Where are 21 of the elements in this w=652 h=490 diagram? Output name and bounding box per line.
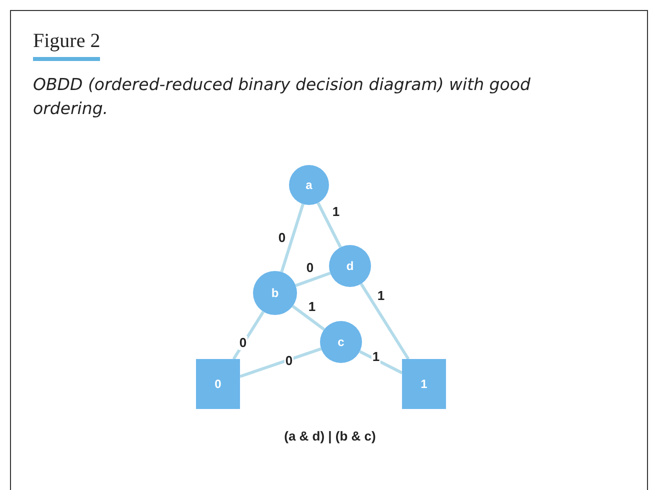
edge-label: 0 xyxy=(284,354,294,368)
connector-line xyxy=(316,202,342,248)
edge-label: 0 xyxy=(238,336,248,350)
edge-label: 1 xyxy=(376,289,386,303)
edge-label: 1 xyxy=(307,300,317,314)
connector-line xyxy=(359,350,403,374)
boolean-formula: (a & d) | (b & c) xyxy=(284,428,376,444)
edge-label: 1 xyxy=(331,205,341,219)
connector-line xyxy=(232,310,265,360)
connector-line xyxy=(240,347,322,378)
edge-label: 1 xyxy=(371,350,381,364)
edge-label: 0 xyxy=(277,231,287,245)
terminal-node-box: 0 xyxy=(196,359,240,409)
connector-line xyxy=(360,283,410,360)
connector-line xyxy=(295,272,331,287)
figure-caption: OBDD (ordered-reduced binary decision diagram) with good ordering. xyxy=(33,74,532,120)
connector-line xyxy=(292,304,326,331)
figure-title: Figure 2 xyxy=(33,30,100,61)
terminal-node-box: 1 xyxy=(402,359,446,409)
connector-line xyxy=(280,204,304,272)
edge-label: 0 xyxy=(305,261,315,275)
